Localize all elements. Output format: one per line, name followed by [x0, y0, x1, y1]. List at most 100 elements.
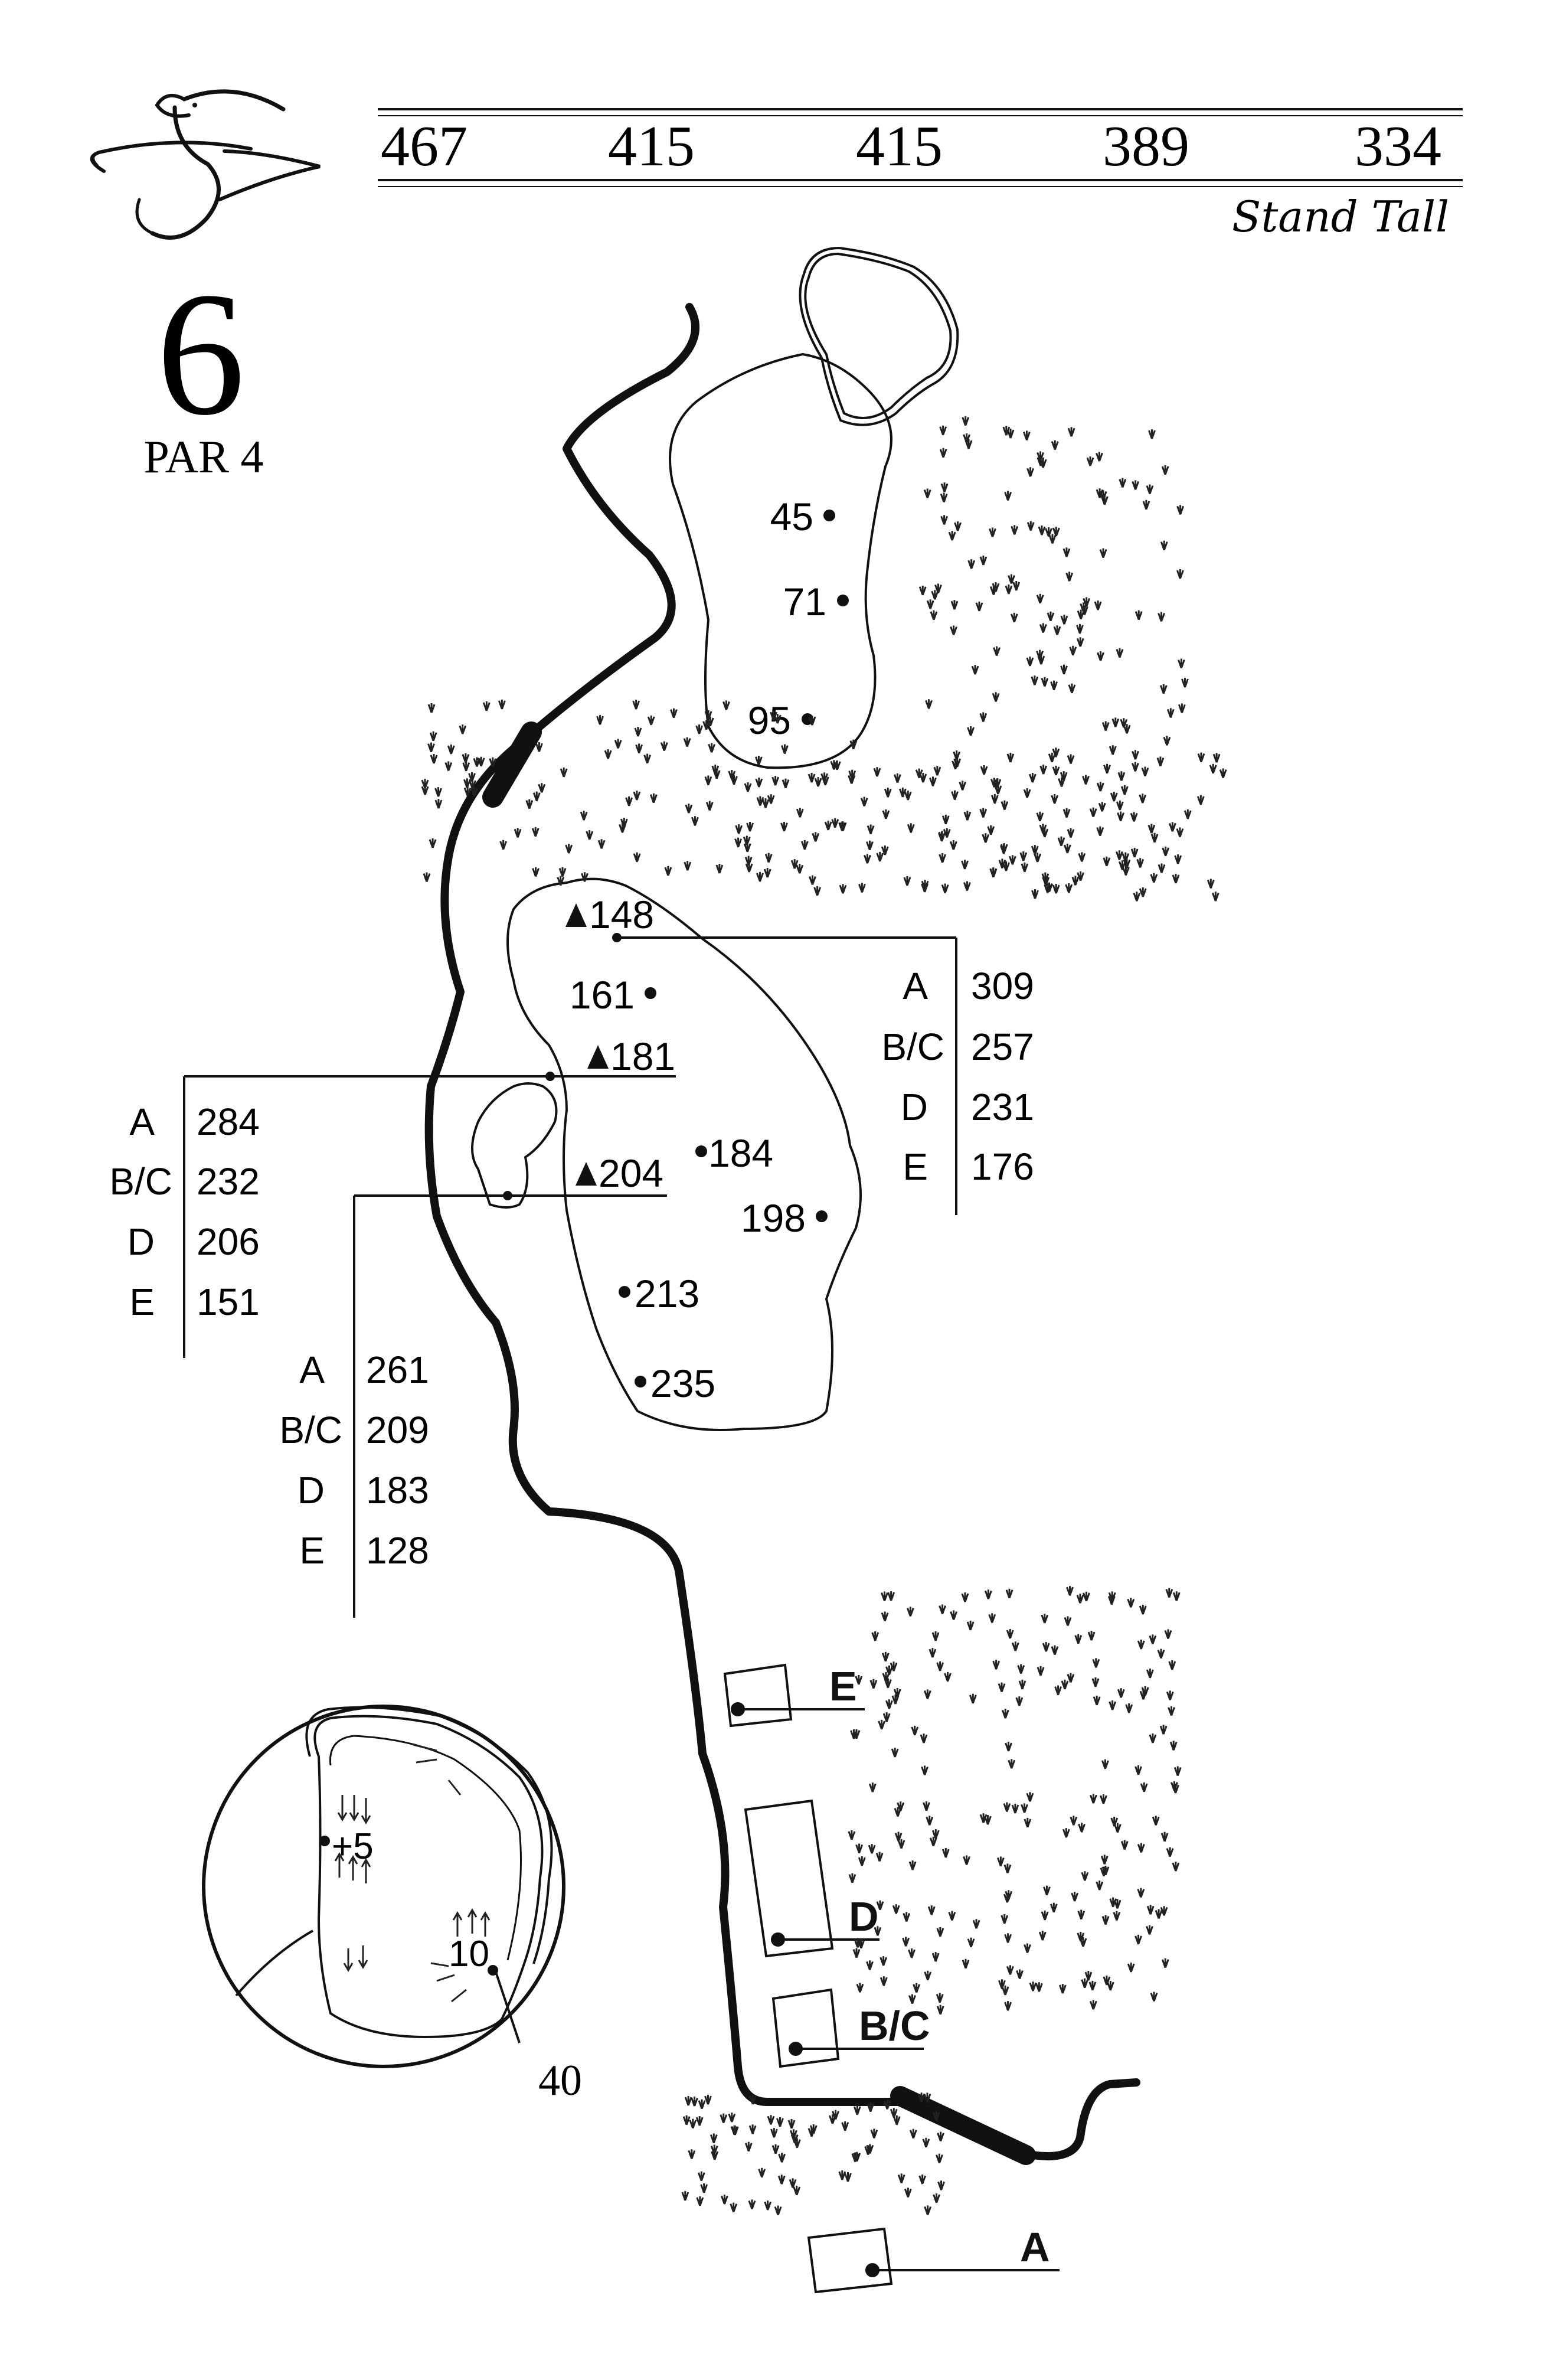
hazard-tree-icon [971, 665, 979, 675]
hazard-tree-icon [1096, 782, 1104, 792]
hazard-tree-icon [858, 883, 866, 893]
pin-dot-icon [816, 1210, 828, 1222]
hazard-tree-icon [1116, 648, 1124, 658]
hazard-tree-icon [1000, 843, 1008, 853]
carry-204-val-a: 261 [366, 1349, 429, 1391]
hazard-tree-icon [866, 2144, 874, 2154]
hazard-tree-icon [1173, 1766, 1182, 1777]
hazard-tree-icon [1024, 1943, 1031, 1953]
hazard-tree-icon [1076, 623, 1084, 634]
hazard-tree-icon [744, 2141, 753, 2152]
hazard-tree-icon [1067, 828, 1075, 838]
hazard-tree-icon [933, 2193, 940, 2203]
hazard-tree-icon [1150, 1992, 1158, 2002]
marker-184: 184 [708, 1131, 773, 1175]
hazard-tree-icon [908, 1860, 917, 1870]
hazard-tree-icon [1074, 1634, 1083, 1644]
hazard-tree-icon [902, 1937, 910, 1947]
hazard-tree-icon [1039, 765, 1048, 775]
hazard-tree-icon [933, 766, 941, 776]
hazard-tree-icon [696, 2196, 704, 2206]
hazard-tree-icon [967, 559, 976, 569]
hazard-tree-icon [1100, 1866, 1108, 1877]
hazard-tree-icon [908, 1948, 916, 1958]
pin-dot-icon [619, 1286, 630, 1298]
hazard-tree-icon [421, 779, 429, 789]
carry-204-tee-bc: B/C [279, 1409, 342, 1451]
hazard-tree-icon [1117, 1688, 1125, 1698]
hazard-tree-icon [459, 724, 467, 734]
hazard-tree-icon [1077, 1909, 1086, 1920]
hazard-tree-icon [1048, 534, 1057, 544]
hazard-tree-icon [1057, 836, 1065, 847]
hazard-tree-icon [941, 883, 949, 893]
hazard-tree-icon [1149, 1634, 1157, 1644]
pin-dot-icon [635, 1376, 646, 1387]
hazard-tree-icon [1109, 745, 1117, 755]
hazard-tree-icon [499, 840, 508, 850]
carry-181-val-bc: 232 [197, 1160, 260, 1203]
hazard-tree-icon [664, 866, 672, 876]
hazard-tree-icon [1008, 1759, 1016, 1769]
hazard-tree-icon [923, 1801, 930, 1811]
hazard-tree-icon [711, 2150, 719, 2160]
carry-148-tee-a: A [903, 965, 928, 1007]
hazard-tree-icon [702, 720, 710, 730]
hazard-tree-icon [841, 2121, 849, 2131]
hazard-tree-icon [1045, 527, 1052, 537]
hazard-tree-icon [1139, 794, 1147, 804]
hazard-tree-icon [936, 1927, 944, 1937]
hazard-tree-icon [939, 853, 947, 863]
hazard-tree-icon [992, 692, 1000, 702]
hazard-tree-icon [1131, 762, 1139, 772]
hazard-tree-icon [1155, 1909, 1163, 1919]
hazard-tree-icon [809, 875, 816, 885]
hazard-tree-icon [992, 582, 1000, 592]
hazard-tree-icon [890, 2108, 898, 2118]
hazard-tree-icon [868, 1844, 876, 1854]
hazard-tree-icon [1100, 1794, 1107, 1804]
hazard-tree-icon [891, 1748, 899, 1758]
green-depth: 40 [538, 2056, 582, 2105]
hazard-tree-icon [890, 1661, 898, 1671]
hazard-tree-icon [1094, 600, 1102, 610]
hazard-tree-icon [950, 625, 957, 635]
hazard-tree-icon [1109, 1897, 1117, 1908]
hazard-tree-icon [1026, 521, 1035, 531]
hazard-tree-icon [1004, 1933, 1012, 1943]
hazard-tree-icon [744, 782, 752, 792]
hazard-tree-icon [447, 745, 455, 755]
hazard-tree-icon [874, 1926, 882, 1936]
hazard-tree-icon [777, 2175, 786, 2185]
hazard-tree-icon [963, 811, 972, 821]
hazard-tree-icon [1168, 1660, 1176, 1670]
carry-table-148: A B/C D E 309 257 231 176 [612, 933, 1034, 1215]
hazard-tree-icon [1071, 1892, 1079, 1902]
hazard-tree-icon [1100, 1855, 1109, 1865]
hazard-tree-icon [1146, 1669, 1154, 1679]
hazard-tree-icon [728, 2113, 736, 2123]
hazard-tree-icon [764, 2201, 772, 2211]
hazard-tree-icon [1050, 680, 1058, 691]
hazard-tree-icon [1130, 847, 1139, 858]
hazard-tree-icon [704, 2095, 712, 2105]
hazard-tree-icon [1103, 1976, 1111, 1986]
hazard-tree-icon [984, 1589, 992, 1599]
hazard-tree-icon [1034, 853, 1042, 863]
hazard-tree-icon [1101, 721, 1110, 732]
hazard-tree-icon [704, 710, 712, 720]
hazard-tree-icon [1209, 763, 1217, 774]
hazard-tree-icon [1076, 637, 1084, 647]
hazard-tree-icon [684, 861, 692, 871]
hazard-tree-icon [1011, 1803, 1019, 1814]
hazard-tree-icon [1127, 1598, 1135, 1608]
hazard-tree-icon [989, 527, 996, 537]
hazard-tree-icon [1026, 656, 1034, 667]
hazard-tree-icon [867, 824, 875, 834]
hazard-tree-icon [1029, 1981, 1037, 1992]
hazard-tree-icon [427, 703, 436, 713]
hazard-tree-icon [1082, 775, 1090, 785]
hazard-tree-icon [903, 1912, 911, 1922]
hazard-tree-icon [708, 743, 716, 753]
hazard-tree-icon [498, 699, 506, 710]
